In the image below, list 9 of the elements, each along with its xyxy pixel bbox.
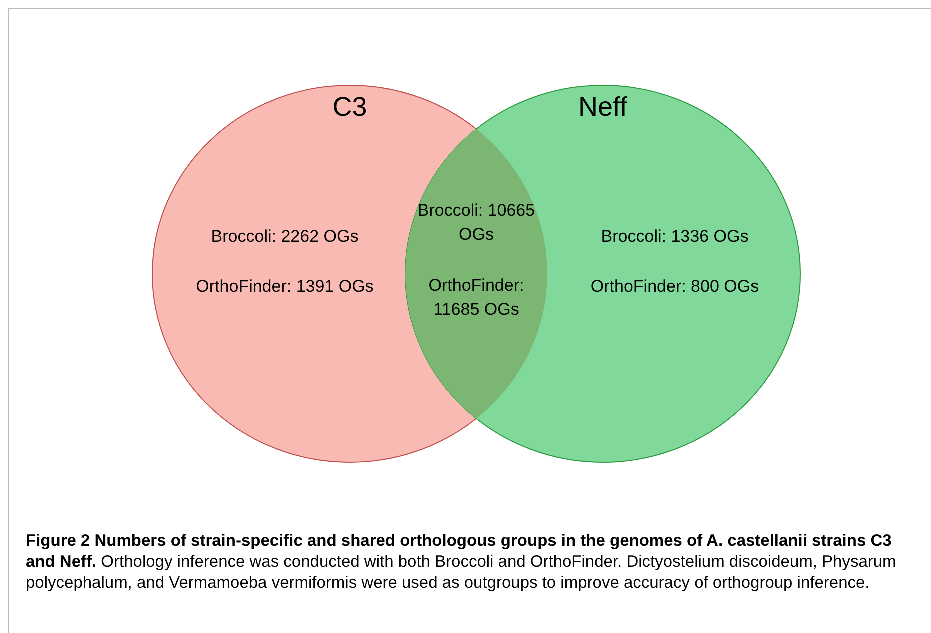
count-label: Broccoli: 10665 OGs: [416, 200, 536, 246]
count-label: OrthoFinder: 11685 OGs: [428, 275, 526, 321]
set-title: Neff: [577, 95, 629, 119]
set-title: C3: [332, 95, 368, 119]
figure-caption: Figure 2 Numbers of strain-specific and shared orthologous groups in the genomes of A. castellanii strains C3 and Neff. Orthology inference was conducted with both Broccoli and OrthoFinder. Dictyostelium discoideum, Physarum polycephalum, and Vermamoeba vermiformis were used as outgroups to improve accuracy of orthogroup inference.: [26, 531, 898, 594]
count-label: OrthoFinder: 1391 OGs: [195, 276, 375, 298]
count-label: Broccoli: 2262 OGs: [210, 226, 360, 248]
count-label: Broccoli: 1336 OGs: [600, 226, 750, 248]
count-label: OrthoFinder: 800 OGs: [590, 276, 760, 298]
